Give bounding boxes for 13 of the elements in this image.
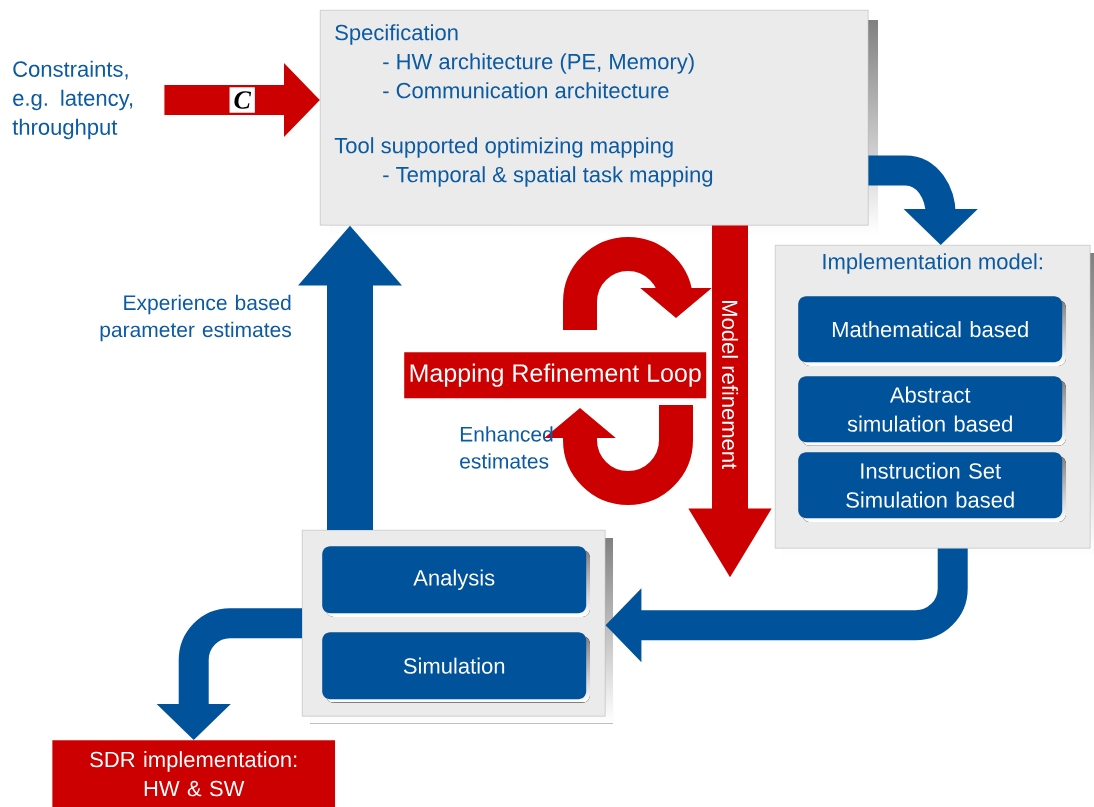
method-box: Mathematical based — [798, 296, 1066, 366]
specification-box: Specification - HW architecture (PE, Memory) - Communication architecture Tool supported optimizing mapping - Temporal & spatial task mapping — [320, 10, 878, 235]
method-box: Instruction Set Simulation based — [798, 452, 1066, 522]
note-text: Experience based parameter estimates — [100, 294, 291, 342]
constraint-text: Constraints, e.g. latency, throughput — [12, 60, 133, 140]
method-box: Analysis — [322, 546, 590, 617]
note-text: Enhanced estimates — [460, 426, 553, 469]
result-box: SDR implementation: HW & SW — [52, 740, 336, 807]
edge-label: C — [234, 91, 252, 109]
edge-label: Model refinement — [721, 301, 739, 470]
method-box: Abstract simulation based — [798, 376, 1066, 446]
method-box: Simulation — [322, 632, 590, 703]
loop-banner: Mapping Refinement Loop — [404, 352, 707, 399]
